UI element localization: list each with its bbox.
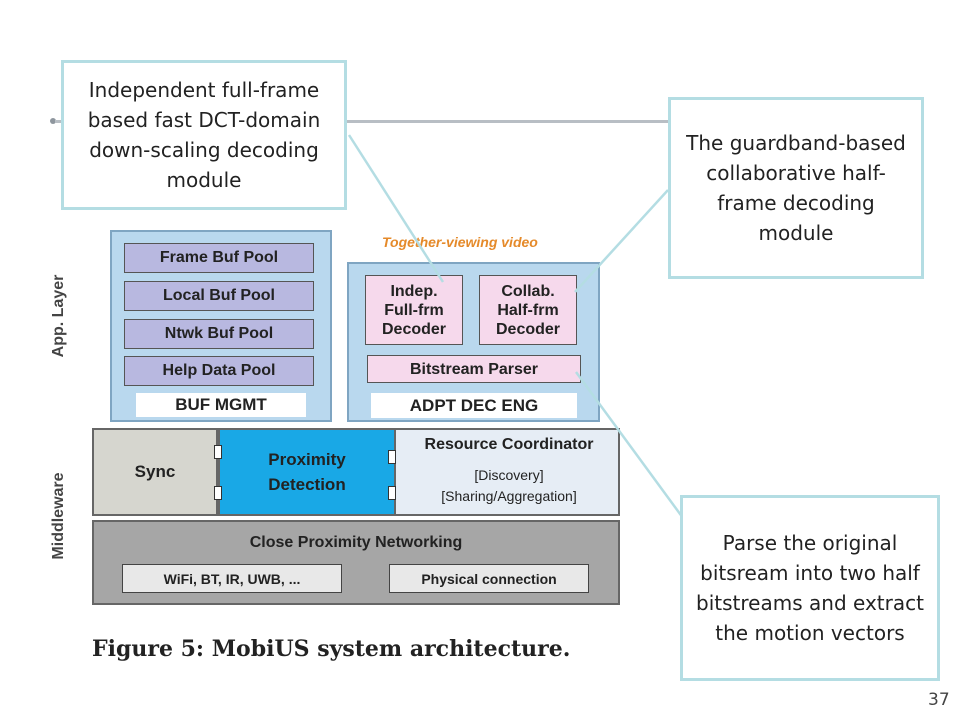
- ntwk-buf-pool: Ntwk Buf Pool: [124, 319, 314, 349]
- connector-independent: [347, 134, 445, 283]
- port-right-bottom: [388, 486, 396, 500]
- connector-parse: [574, 371, 685, 519]
- callout-guardband: The guardband-based collaborative half-f…: [668, 97, 924, 279]
- proximity-label: Proximity Detection: [268, 450, 346, 494]
- local-buf-pool: Local Buf Pool: [124, 281, 314, 311]
- adpt-dec-eng-panel: Indep. Full-frm Decoder Collab. Half-frm…: [347, 262, 600, 422]
- close-proximity-networking-label: Close Proximity Networking: [249, 534, 463, 551]
- wifi-bt-ir-uwb-box: WiFi, BT, IR, UWB, ...: [122, 564, 342, 593]
- resource-coordinator-label: Resource Coordinator: [424, 436, 594, 453]
- help-data-pool: Help Data Pool: [124, 356, 314, 386]
- page-number: 37: [928, 690, 950, 710]
- connector-guardband: [574, 189, 669, 293]
- physical-connection-box: Physical connection: [389, 564, 589, 593]
- bitstream-parser: Bitstream Parser: [367, 355, 581, 383]
- callout-parse: Parse the original bitsream into two hal…: [680, 495, 940, 681]
- networking-panel: Close Proximity Networking WiFi, BT, IR,…: [92, 520, 620, 605]
- sync-block: Sync: [92, 428, 218, 516]
- rule-dot: [50, 118, 56, 124]
- proximity-detection-block: Proximity Detection: [218, 428, 396, 516]
- sync-label: Sync: [134, 462, 176, 481]
- frame-buf-pool: Frame Buf Pool: [124, 243, 314, 273]
- adpt-dec-eng-label: ADPT DEC ENG: [371, 393, 577, 418]
- discovery-label: [Discovery]: [474, 467, 544, 483]
- title-rule: [55, 120, 685, 123]
- port-right-top: [388, 450, 396, 464]
- buf-mgmt-label: BUF MGMT: [136, 393, 306, 417]
- callout-independent: Independent full-frame based fast DCT-do…: [61, 60, 347, 210]
- indep-fullframe-decoder: Indep. Full-frm Decoder: [365, 275, 463, 345]
- buf-mgmt-panel: Frame Buf Pool Local Buf Pool Ntwk Buf P…: [110, 230, 332, 422]
- sharing-label: [Sharing/Aggregation]: [441, 488, 577, 504]
- collab-halfframe-decoder: Collab. Half-frm Decoder: [479, 275, 577, 345]
- port-left-top: [214, 445, 222, 459]
- figure-caption: Figure 5: MobiUS system architecture.: [92, 636, 571, 662]
- port-left-bottom: [214, 486, 222, 500]
